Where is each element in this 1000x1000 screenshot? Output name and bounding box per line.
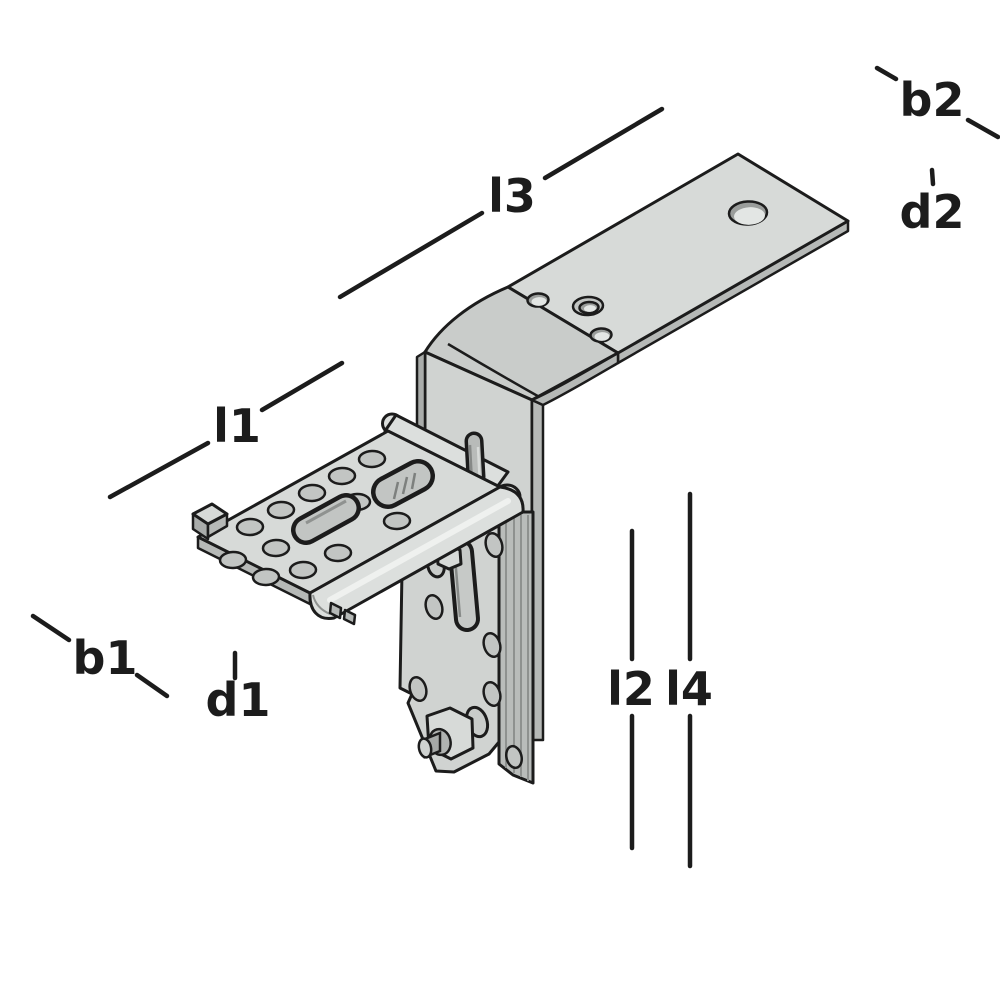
plate-notch — [342, 608, 357, 626]
dimension-labels: l3 b2 d2 l1 b1 d1 l2 l4 — [73, 73, 965, 727]
plate-slot-small — [291, 493, 361, 545]
rail-hole — [424, 594, 444, 620]
dim-tick-b2-left — [874, 65, 899, 82]
bend-right-thickness — [530, 351, 620, 407]
dim-line-l1-upper — [259, 360, 345, 413]
dimension-lines — [30, 65, 1000, 869]
adjustable-rail — [398, 510, 535, 785]
dimension-label-d2: d2 — [900, 185, 965, 239]
dimension-label-b1: b1 — [73, 631, 138, 685]
vertical-arm-slot — [464, 431, 486, 487]
dimension-label-l3: l3 — [488, 169, 536, 223]
dim-tick-b1-left — [30, 613, 72, 643]
dim-tick-d2 — [929, 167, 936, 187]
bottom-bolt-assembly — [417, 705, 490, 761]
rail-hole — [408, 676, 428, 702]
rail-hole — [482, 632, 502, 658]
base-plate — [191, 429, 525, 626]
rail-flange-hole — [505, 744, 523, 770]
plate-slot-large — [371, 459, 435, 509]
top-bar-small-hole-1 — [526, 292, 550, 308]
rail-hole — [484, 532, 504, 558]
plate-notch — [328, 601, 343, 620]
dimension-label-l4: l4 — [665, 662, 713, 716]
dim-tick-b2-right — [965, 117, 1000, 140]
dim-line-l3-upper — [542, 106, 665, 181]
plate-lip — [191, 502, 229, 541]
plate-front-roll — [308, 485, 525, 620]
dimension-label-l2: l2 — [607, 662, 655, 716]
bend-crease-line — [447, 342, 544, 401]
top-bar-end-hole — [727, 200, 769, 226]
dim-line-l3-lower — [337, 210, 485, 300]
rail-hole — [482, 681, 502, 707]
dimension-label-d1: d1 — [206, 673, 271, 727]
dimension-label-b2: b2 — [900, 73, 965, 127]
bolt-end — [417, 737, 433, 759]
top-bar-small-hole-2 — [589, 327, 613, 343]
dim-line-l1-lower — [107, 440, 211, 500]
dim-tick-b1-right — [134, 672, 170, 699]
dimension-label-l1: l1 — [213, 399, 261, 453]
top-bar-countersunk-hole — [571, 295, 605, 317]
